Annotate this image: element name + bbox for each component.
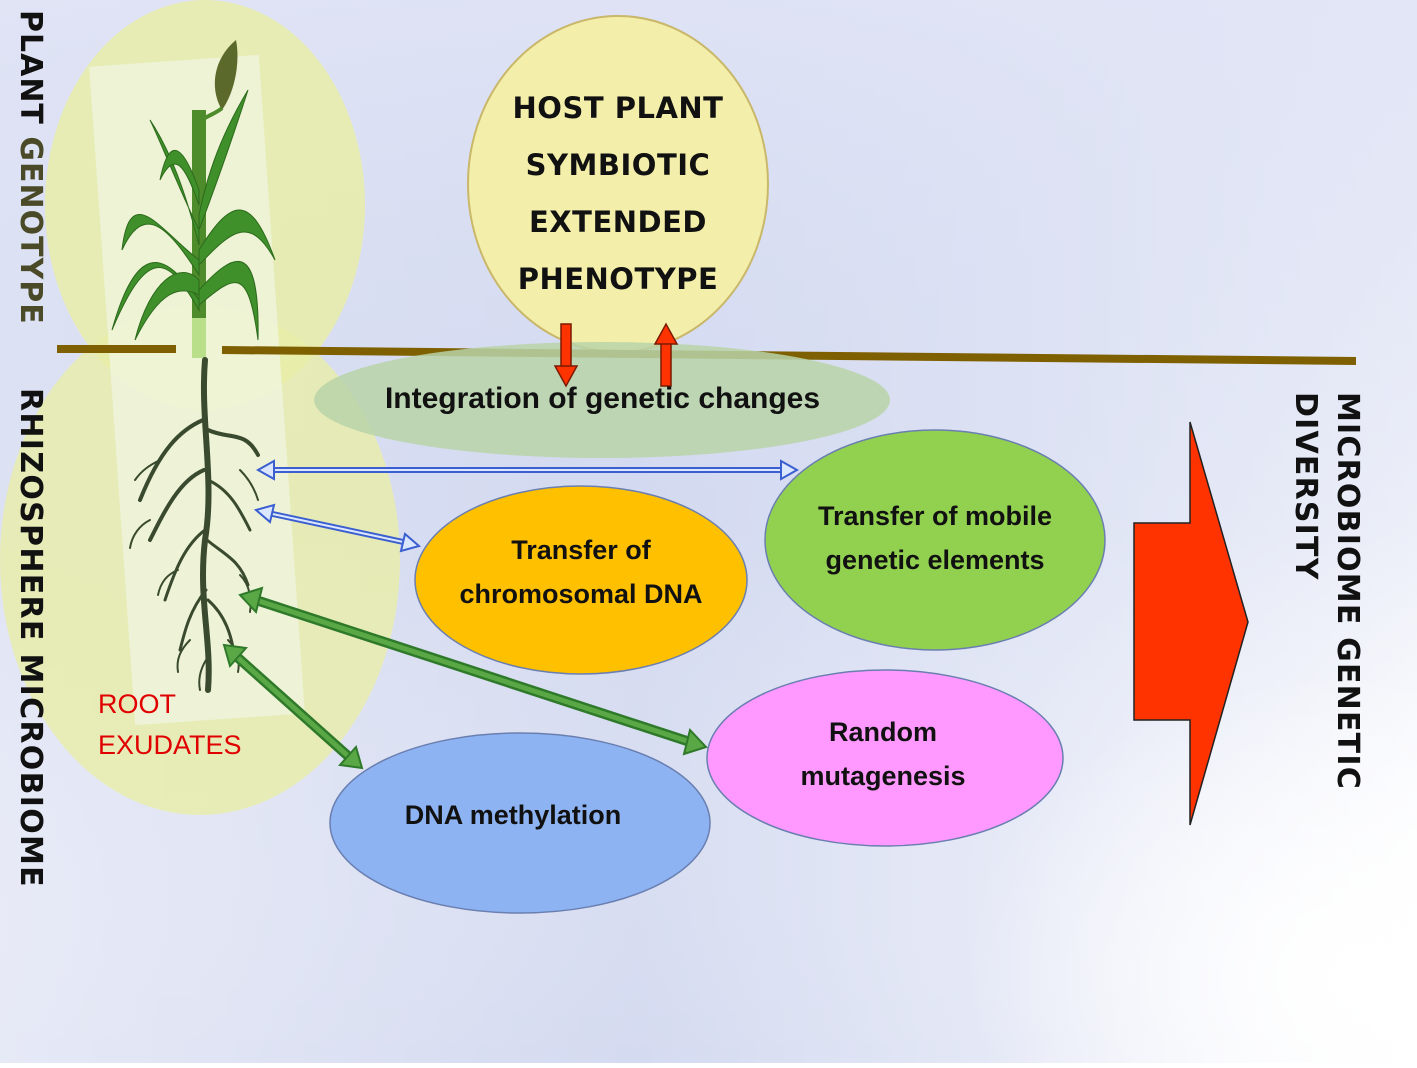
rhizosphere-text: RHIZOSPHERE MICROBIOME: [13, 388, 48, 888]
up-arrow: [653, 322, 679, 387]
random-mutagenesis-arrow: [238, 586, 708, 756]
dna-methylation-label: DNA methylation: [404, 800, 622, 830]
rhizosphere-microbiome-label: RHIZOSPHERE MICROBIOME: [12, 388, 48, 948]
integration-label: Integration of genetic changes: [384, 382, 821, 415]
down-arrow: [553, 323, 579, 388]
host-plant-line-2: SYMBIOTIC: [525, 148, 711, 182]
mobile-elements-label: Transfer of mobile genetic elements: [780, 494, 1090, 582]
soil-line-right: [221, 346, 1357, 365]
plant-word: PLANT: [13, 10, 48, 125]
chromosomal-dna-label: Transfer of chromosomal DNA: [425, 528, 737, 616]
host-plant-line-1: HOST PLANT: [512, 91, 724, 125]
microbiome-diversity-label: MICROBIOME GENETIC DIVERSITY: [1280, 392, 1368, 842]
mobile-elements-arrow: [255, 459, 800, 481]
diversity-line-2: DIVERSITY: [1288, 392, 1323, 581]
mobile-line-2: genetic elements: [825, 545, 1045, 575]
host-plant-line-4: PHENOTYPE: [517, 262, 719, 296]
plant-genotype-label: PLANT GENOTYPE: [12, 10, 48, 340]
dna-methylation-ellipse: [329, 732, 711, 914]
random-line-1: Random: [829, 717, 937, 747]
genotype-word: GENOTYPE: [13, 136, 48, 325]
root-exudates-line-2: EXUDATES: [98, 730, 242, 760]
integration-ellipse: [314, 342, 890, 458]
chromosomal-line-1: Transfer of: [511, 535, 651, 565]
random-mutagenesis-label: Random mutagenesis: [720, 710, 1046, 798]
diversity-arrow: [1133, 421, 1249, 826]
dna-methylation-arrow: [222, 643, 364, 770]
chromosomal-dna-ellipse: [414, 485, 748, 675]
mobile-line-1: Transfer of mobile: [817, 501, 1053, 531]
host-plant-text: HOST PLANT SYMBIOTIC EXTENDED PHENOTYPE: [478, 80, 758, 308]
mobile-elements-ellipse: [764, 429, 1106, 651]
random-mutagenesis-ellipse: [706, 669, 1064, 847]
root-exudates-line-1: ROOT: [98, 689, 176, 719]
diversity-line-1: MICROBIOME GENETIC: [1330, 392, 1365, 790]
random-line-2: mutagenesis: [800, 761, 966, 791]
plant-illustration: [111, 40, 276, 693]
root-exudates-label: ROOT EXUDATES: [98, 684, 242, 766]
chromosomal-dna-arrow: [253, 503, 422, 553]
chromosomal-line-2: chromosomal DNA: [459, 579, 703, 609]
host-plant-line-3: EXTENDED: [529, 205, 707, 239]
